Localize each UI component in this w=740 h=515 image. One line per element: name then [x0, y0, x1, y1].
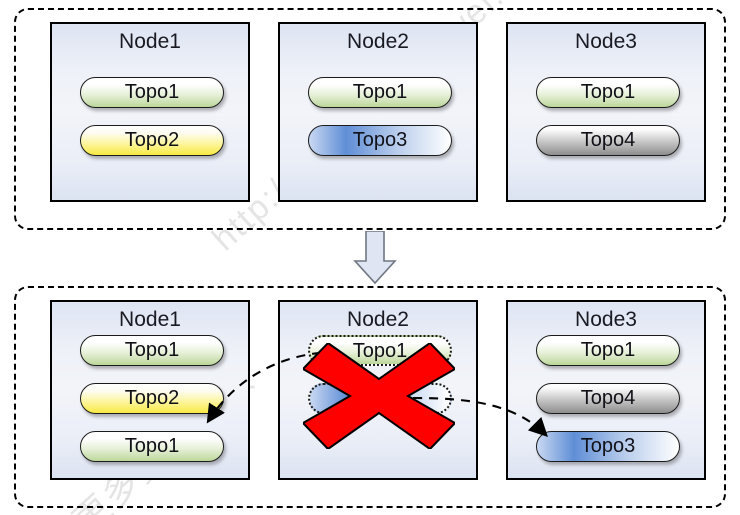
topo-pill[interactable]: Topo3: [308, 125, 452, 156]
topo-pill[interactable]: Topo1: [80, 335, 224, 366]
topo-pill[interactable]: Topo1: [80, 77, 224, 108]
topo-pill[interactable]: Topo2: [80, 125, 224, 156]
node-title: Node3: [575, 30, 637, 53]
cluster-before: [14, 8, 726, 230]
topo-pill[interactable]: Topo1: [536, 77, 680, 108]
topo-pill[interactable]: Topo1: [536, 335, 680, 366]
node-title: Node1: [119, 308, 181, 331]
topo-pill[interactable]: Topo4: [536, 125, 680, 156]
node-title: Node3: [575, 308, 637, 331]
topo-pill[interactable]: Topo1: [308, 77, 452, 108]
node-title: Node2: [347, 308, 409, 331]
node-after-3[interactable]: Node3 Topo1 Topo4 Topo3: [506, 300, 706, 480]
node-title: Node1: [119, 30, 181, 53]
node-after-1[interactable]: Node1 Topo1 Topo2 Topo1: [50, 300, 250, 480]
node-before-1[interactable]: Node1 Topo1 Topo2: [50, 22, 250, 202]
down-arrow-icon: [353, 231, 397, 285]
node-before-2[interactable]: Node2 Topo1 Topo3: [278, 22, 478, 202]
topo-pill[interactable]: Topo2: [80, 383, 224, 414]
topo-pill[interactable]: Topo4: [536, 383, 680, 414]
node-title: Node2: [347, 30, 409, 53]
topo-pill[interactable]: Topo3: [536, 431, 680, 462]
cluster-after: [14, 286, 726, 508]
topo-pill[interactable]: Topo1: [80, 431, 224, 462]
node-before-3[interactable]: Node3 Topo1 Topo4: [506, 22, 706, 202]
red-x-icon: [303, 343, 455, 449]
